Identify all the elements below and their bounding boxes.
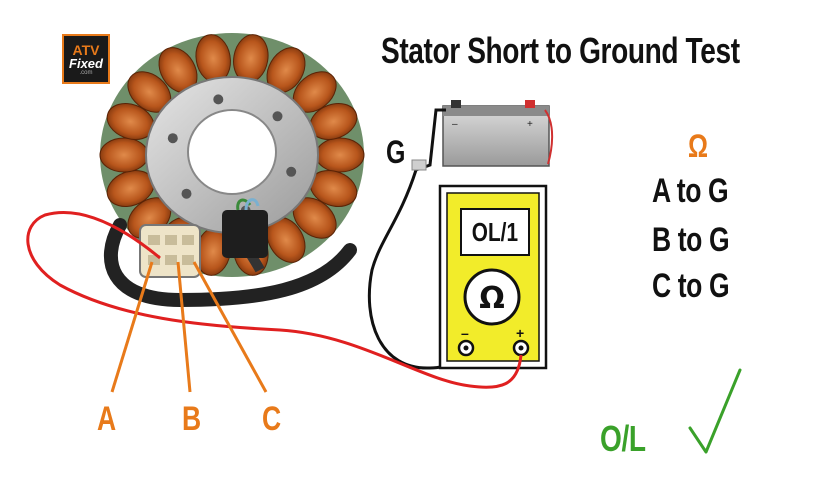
- logo-line1: ATV: [72, 41, 100, 58]
- logo-line2: Fixed: [69, 55, 103, 71]
- diagram-title: Stator Short to Ground Test: [381, 30, 740, 71]
- atvfixed-logo: ATV Fixed .com: [62, 34, 110, 84]
- test-line-b: B to G: [652, 221, 730, 259]
- logo-line3: .com: [79, 69, 93, 76]
- result-label: O/L: [600, 418, 646, 459]
- ground-label: G: [386, 134, 406, 170]
- test-line-c: C to G: [652, 267, 730, 305]
- stator-coil: [99, 137, 149, 173]
- bolt-hole: [167, 133, 178, 144]
- dial-ohm-symbol: Ω: [479, 281, 505, 316]
- bolt-hole: [286, 166, 297, 177]
- test-line-a: A to G: [652, 172, 729, 210]
- stator-image: [99, 33, 365, 308]
- wire-label-b: B: [182, 400, 201, 438]
- battery-positive-mark: +: [527, 119, 533, 130]
- bolt-hole: [272, 111, 283, 122]
- probe-negative-mark: –: [461, 325, 469, 341]
- probe-positive-mark: +: [516, 325, 524, 341]
- bolt-hole: [213, 94, 224, 105]
- tests-unit-symbol: Ω: [688, 128, 708, 164]
- dial: [463, 268, 521, 326]
- battery-negative-mark: –: [452, 119, 458, 130]
- meter-display: OL/1: [460, 208, 530, 256]
- bolt-hole: [181, 188, 192, 199]
- meter-display-value: OL/1: [471, 216, 519, 247]
- wire-label-c: C: [262, 400, 281, 438]
- test-lead-wire: [26, 210, 523, 389]
- battery-image: – +: [442, 100, 554, 167]
- pin-leader-lines: [110, 261, 268, 393]
- checkmark-icon: [688, 368, 742, 454]
- wire-label-a: A: [97, 400, 116, 438]
- stator-coil: [315, 137, 365, 173]
